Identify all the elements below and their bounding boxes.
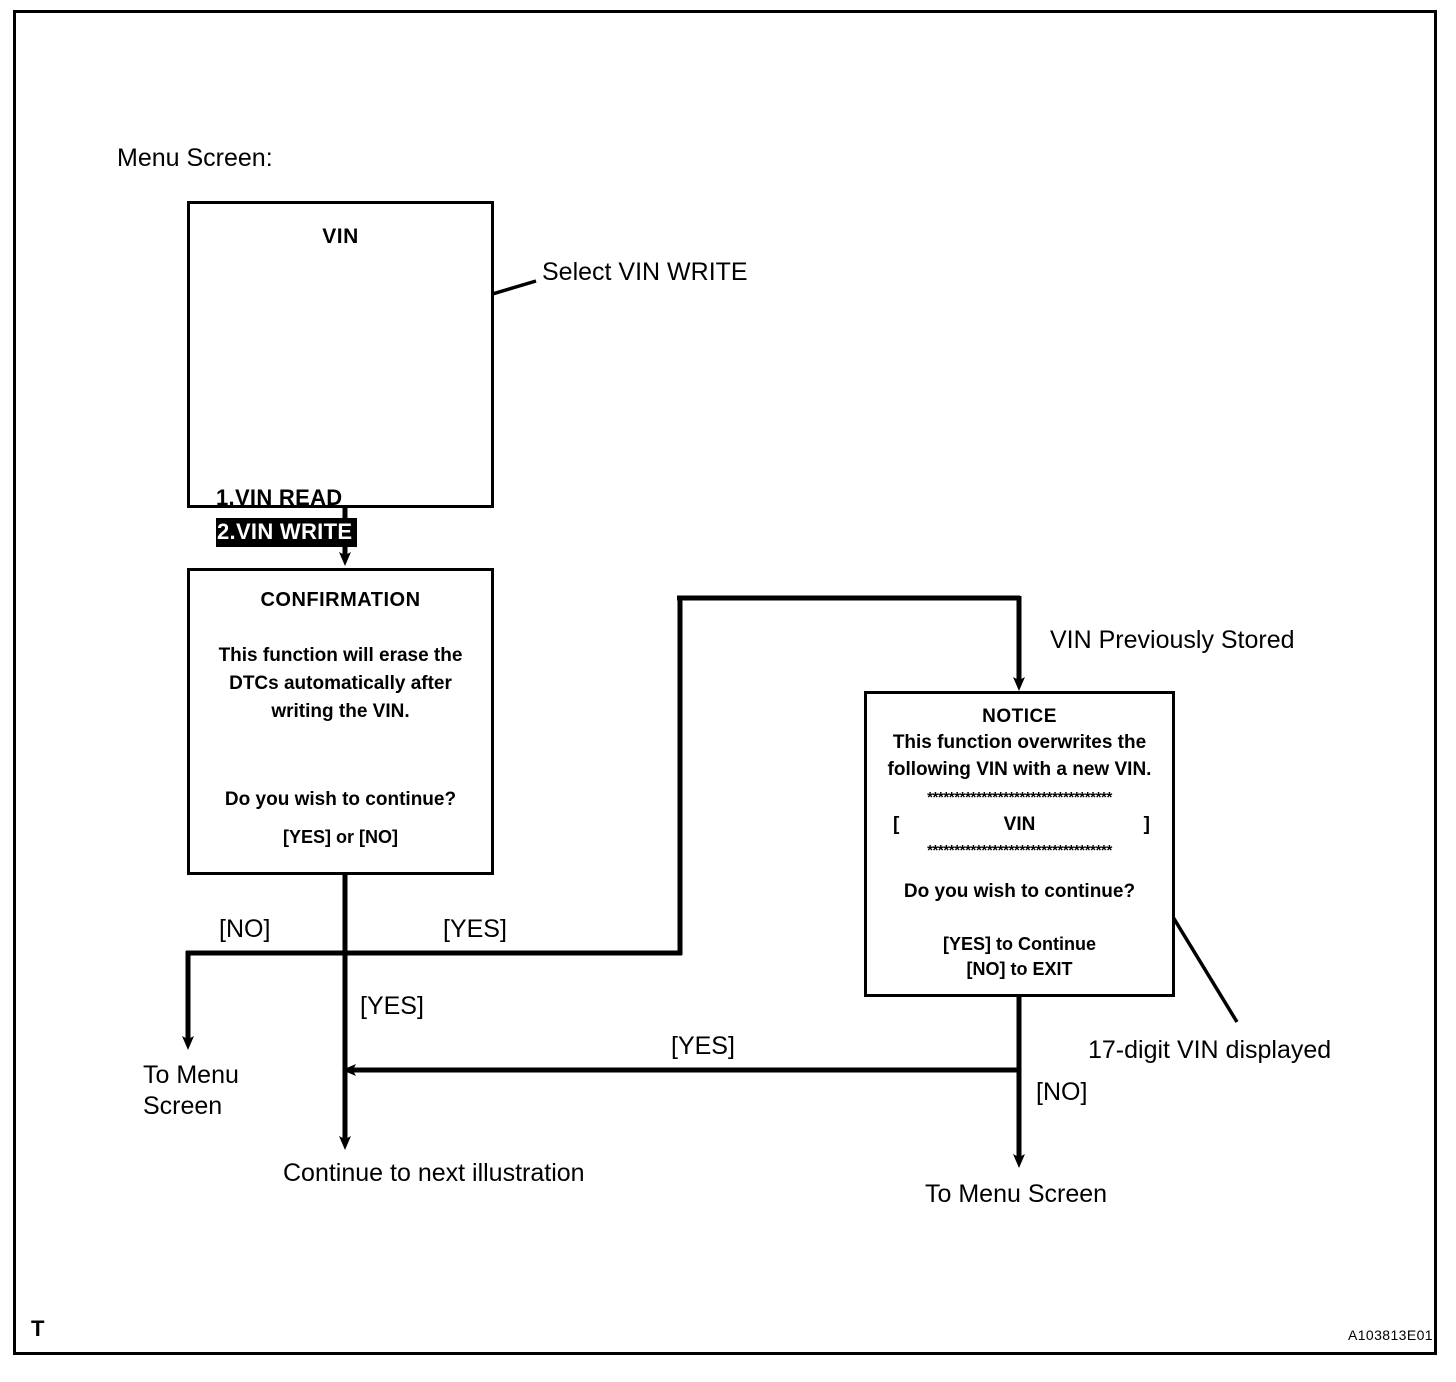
notice-body-line-2: following VIN with a new VIN. [887,759,1152,780]
corner-marker-t: T [31,1316,45,1341]
flow-label-yes-down: [YES] [360,992,424,1020]
flow-label-no-left: [NO] [219,915,271,943]
terminal-to-menu-screen-left-line2: Screen [143,1092,223,1120]
screen-vin-menu: VIN 1.VIN READ 2.VIN WRITE [187,201,494,547]
notice-vin-left-bracket: [ [893,814,900,835]
flow-label-yes-right: [YES] [671,1032,735,1060]
confirmation-body-line-2: DTCs automatically after [229,673,452,694]
notice-separator-top: ********************************** [927,789,1112,806]
figure-border [13,10,1437,1355]
notice-question: Do you wish to continue? [903,881,1136,902]
flow-label-yes-top: [YES] [443,915,507,943]
vin-menu-title: VIN [322,225,359,248]
terminal-continue-next-illustration: Continue to next illustration [283,1159,585,1187]
annotation-vin-previously-stored: VIN Previously Stored [1050,626,1295,654]
confirmation-options: [YES] or [NO] [283,827,398,847]
annotation-17-digit-vin-displayed: 17-digit VIN displayed [1088,1036,1332,1064]
notice-vin-right-bracket: ] [1143,814,1150,835]
confirmation-body-line-3: writing the VIN. [271,701,410,722]
menu-item-vin-read[interactable]: 1.VIN READ [216,485,343,510]
flow-label-no-right: [NO] [1036,1078,1088,1106]
notice-body-line-1: This function overwrites the [892,732,1147,753]
terminal-to-menu-screen-right: To Menu Screen [925,1180,1108,1208]
confirmation-question: Do you wish to continue? [224,789,457,810]
screen-notice: NOTICE This function overwrites the foll… [864,691,1175,997]
notice-option-no: [NO] to EXIT [966,959,1073,979]
annotation-select-vin-write: Select VIN WRITE [542,258,748,286]
notice-separator-bottom: ********************************** [927,842,1112,859]
figure-code: A103813E01 [1348,1327,1433,1343]
notice-title: NOTICE [982,706,1057,727]
screen-confirmation: CONFIRMATION This function will erase th… [187,568,494,875]
notice-option-yes: [YES] to Continue [943,934,1096,954]
confirmation-body-line-1: This function will erase the [218,645,463,666]
menu-item-vin-write-selected[interactable]: 2.VIN WRITE [216,518,358,547]
notice-vin-placeholder: VIN [1003,814,1036,835]
terminal-to-menu-screen-left-line1: To Menu [143,1061,239,1089]
menu-screen-caption: Menu Screen: [117,144,273,172]
confirmation-title: CONFIRMATION [260,589,421,611]
